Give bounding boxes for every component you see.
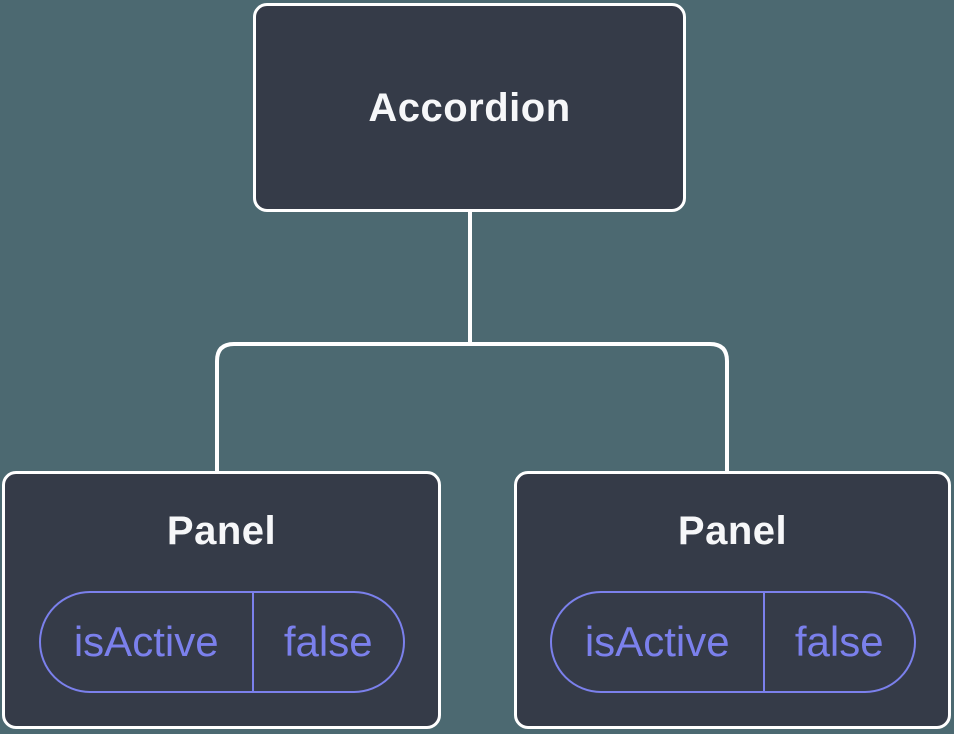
state-name-panel-1: isActive [41,593,254,691]
state-value-panel-2: false [794,618,884,665]
connector-branch-left [215,342,470,474]
node-label-panel-1: Panel [166,509,277,553]
state-pill-panel-2: isActive false [549,591,916,693]
state-pill-panel-1: isActive false [38,591,405,693]
state-name-panel-2: isActive [552,593,765,691]
state-value-panel-1: false [283,618,373,665]
node-label-accordion: Accordion [368,85,571,130]
connector-branch-right [470,342,729,474]
tree-node-panel-1: Panel isActive false [2,471,441,729]
tree-node-accordion: Accordion [253,3,686,212]
node-label-panel-2: Panel [677,509,788,553]
tree-node-panel-2: Panel isActive false [514,471,951,729]
